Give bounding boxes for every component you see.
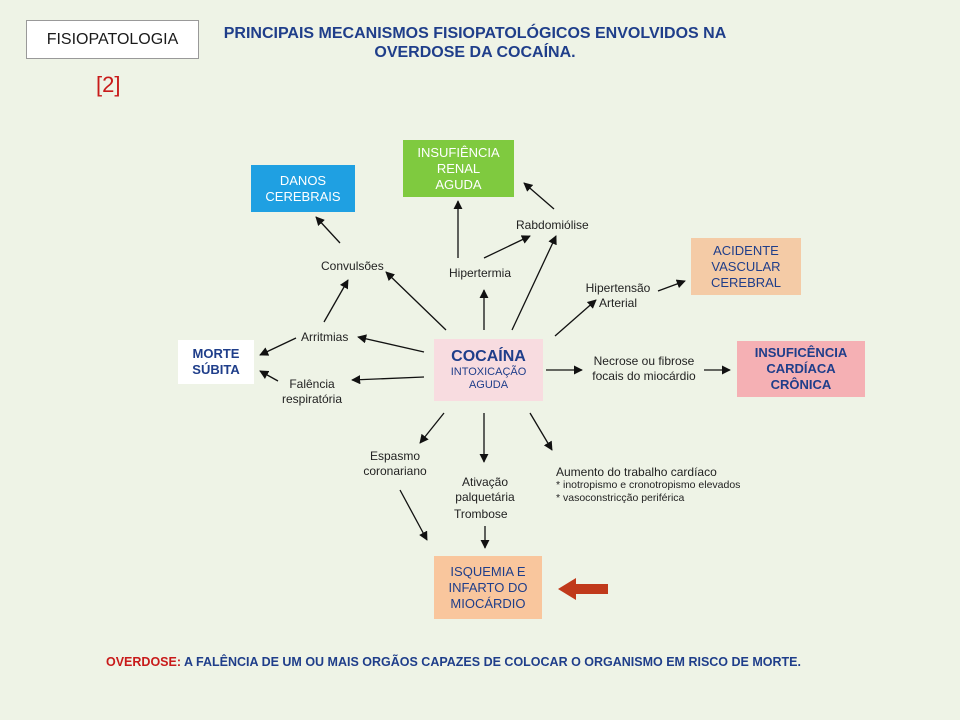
title-line-2: OVERDOSE DA COCAÍNA. [374, 44, 576, 61]
arrow-cocaina-convulsoes [385, 271, 447, 331]
aumento-item: * inotropismo e cronotropismo elevados [556, 479, 741, 491]
node-text: SÚBITA [192, 362, 240, 377]
node-cocaina: COCAÍNA INTOXICAÇÃO AGUDA [434, 339, 543, 401]
arrow-rabdo-renal [523, 182, 555, 210]
node-text: CARDÍACA [766, 361, 836, 376]
red-arrow-icon [558, 578, 608, 600]
label-aumento-trabalho: Aumento do trabalho cardíaco * inotropis… [556, 465, 740, 505]
label-hipertermia: Hipertermia [449, 266, 512, 280]
node-text: VASCULAR [711, 258, 781, 274]
footer-definition: OVERDOSE: A FALÊNCIA DE UM OU MAIS ORGÃO… [106, 655, 801, 669]
label-necrose: Necrose ou fibrose focais do miocárdio [584, 354, 704, 384]
arrow-cocaina-arritmias [357, 334, 425, 353]
label-text: Falência [289, 377, 335, 391]
node-text: CEREBRAIS [265, 188, 341, 204]
node-insuficiencia-cardiaca: INSUFICÊNCIA CARDÍACA CRÔNICA [737, 341, 865, 397]
label-hipertensao: Hipertensão Arterial [577, 281, 659, 311]
arrow-espasmo-isquemia [399, 489, 428, 541]
node-isquemia-infarto: ISQUEMIA E INFARTO DO MIOCÁRDIO [434, 556, 542, 619]
node-acidente-vascular: ACIDENTE VASCULAR CEREBRAL [691, 238, 801, 295]
node-danos-cerebrais: DANOS CEREBRAIS [251, 165, 355, 212]
label-rabdomiolise: Rabdomiólise [516, 218, 589, 232]
label-espasmo: Espasmo coronariano [356, 449, 434, 479]
arrow-convulsoes-danos [315, 216, 341, 244]
node-text: INSUFIÊNCIA [417, 144, 500, 160]
label-text: respiratória [281, 392, 343, 406]
label-text: focais do miocárdio [592, 369, 696, 383]
title-line-1: PRINCIPAIS MECANISMOS FISIOPATOLÓGICOS E… [223, 25, 727, 42]
arrow-hipertensao-acidente [657, 279, 686, 292]
label-convulsoes: Convulsões [321, 259, 384, 273]
label-text: Hipertensão [585, 281, 651, 295]
section-label: FISIOPATOLOGIA [46, 30, 179, 48]
node-text: DANOS [279, 172, 327, 188]
label-arritmias: Arritmias [301, 330, 349, 344]
node-text: RENAL [436, 160, 481, 176]
node-text: MIOCÁRDIO [450, 595, 526, 611]
arrow-arritmias-convulsoes [323, 279, 349, 323]
label-text: Ativação [461, 475, 509, 489]
cocaina-sub: INTOXICAÇÃO [450, 366, 527, 378]
aumento-item: * vasoconstricção periférica [556, 492, 685, 504]
node-morte-subita: MORTE SÚBITA [178, 340, 254, 384]
label-text: coronariano [363, 464, 427, 478]
label-trombose: Trombose [454, 507, 508, 521]
footer-highlight: OVERDOSE: [106, 655, 182, 669]
node-text: ACIDENTE [713, 242, 779, 258]
cocaina-sub: AGUDA [468, 379, 509, 391]
arrow-cocaina-espasmo [419, 412, 445, 444]
arrow-hipertermia-rabdo [483, 235, 531, 259]
label-text: Espasmo [369, 449, 421, 463]
label-text: Necrose ou fibrose [593, 354, 695, 368]
node-text: CEREBRAL [710, 274, 782, 290]
node-text: CRÔNICA [770, 377, 832, 392]
page-title: PRINCIPAIS MECANISMOS FISIOPATOLÓGICOS E… [210, 24, 740, 62]
aumento-title: Aumento do trabalho cardíaco [556, 465, 717, 479]
section-label-box: FISIOPATOLOGIA [26, 20, 199, 59]
label-text: palquetária [455, 490, 515, 504]
arrow-falencia-morte [259, 370, 279, 382]
node-text: INSUFICÊNCIA [754, 345, 848, 360]
footer-text: A FALÊNCIA DE UM OU MAIS ORGÃOS CAPAZES … [181, 655, 801, 669]
arrow-arritmias-morte [259, 337, 297, 356]
node-text: INFARTO DO [448, 579, 528, 595]
node-text: ISQUEMIA E [450, 563, 526, 579]
node-text: AGUDA [435, 176, 482, 192]
arrow-cocaina-aumento [529, 412, 553, 451]
reference-number: [2] [96, 72, 121, 97]
node-text: MORTE [192, 346, 240, 361]
arrow-cocaina-falencia [351, 375, 425, 385]
label-text: Arterial [598, 296, 637, 310]
label-falencia: Falência respiratória [272, 377, 352, 407]
arrow-cocaina-hipertensao [554, 299, 597, 337]
arrow-cocaina-rabdo [511, 235, 557, 331]
node-insuficiencia-renal: INSUFIÊNCIA RENAL AGUDA [403, 140, 514, 197]
label-ativacao: Ativação palquetária [448, 475, 522, 505]
cocaina-title: COCAÍNA [451, 348, 526, 365]
